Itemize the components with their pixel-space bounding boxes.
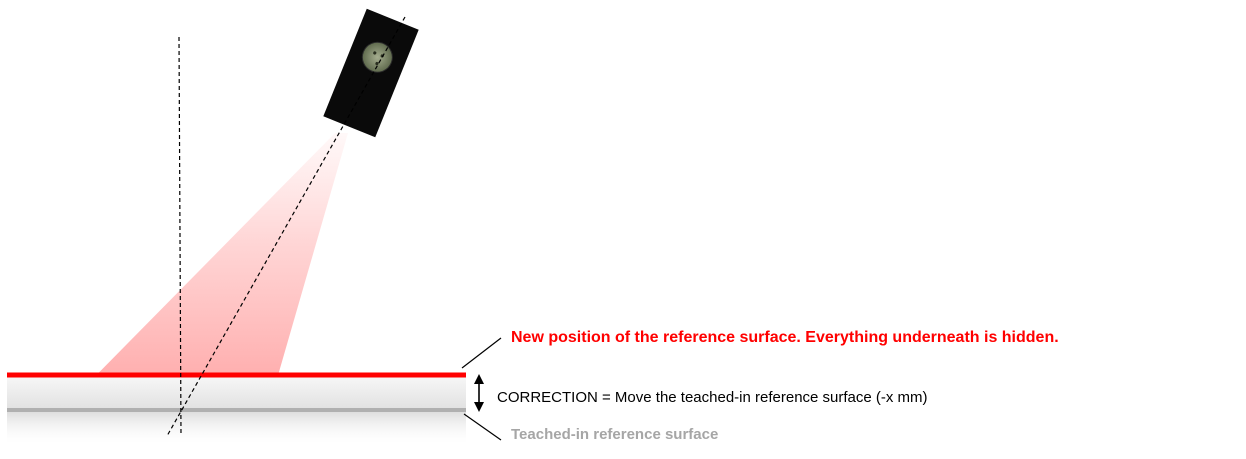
- correction-layer: [7, 376, 466, 408]
- beam-axis-line: [166, 16, 406, 437]
- vertical-reference-line: [178, 36, 182, 437]
- teached-surface-leader: [463, 413, 502, 441]
- teached-surface-label: Teached-in reference surface: [511, 426, 719, 443]
- correction-arrow: [474, 374, 484, 412]
- laser-sensor-icon: [323, 8, 419, 138]
- sensor-lens-icon: [361, 41, 393, 73]
- new-surface-label: New position of the reference surface. E…: [511, 329, 1059, 346]
- lower-area: [7, 412, 466, 446]
- laser-beam: [62, 133, 348, 410]
- correction-label: CORRECTION = Move the teached-in referen…: [497, 389, 928, 406]
- new-surface-leader: [461, 337, 502, 369]
